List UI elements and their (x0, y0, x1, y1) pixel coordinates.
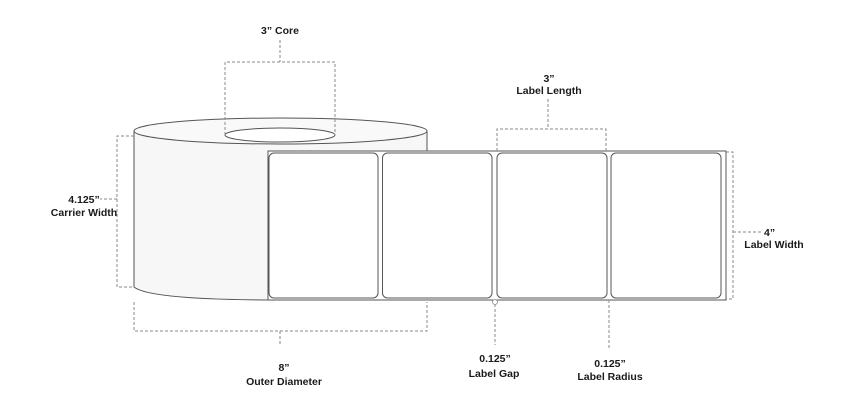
label-width-label: Label Width (744, 239, 803, 251)
label (268, 152, 379, 299)
label-radius-value: 0.125” (594, 358, 626, 370)
label-length-label: Label Length (516, 85, 581, 97)
outer-diameter-value: 8” (278, 362, 289, 374)
outer-diameter-label: Outer Diameter (246, 376, 322, 388)
label-gap-value: 0.125” (479, 353, 511, 365)
label (382, 152, 493, 299)
carrier-width-dimension-line (100, 135, 134, 288)
core-dimension-line (224, 40, 336, 135)
label (496, 152, 608, 299)
label-width-dimension-line (726, 151, 762, 300)
roll-core-hole (224, 127, 336, 143)
carrier-width-label: Carrier Width (51, 207, 117, 219)
outer-diameter-dimension-line (133, 302, 428, 344)
label-width-value: 4” (764, 227, 775, 239)
label-length-value: 3” (543, 73, 554, 85)
labels (268, 152, 722, 299)
label (610, 152, 722, 299)
label-gap-label: Label Gap (469, 368, 520, 380)
label-length-dimension-line (496, 99, 607, 151)
label-radius-label: Label Radius (577, 371, 643, 383)
label-gap-marker (492, 299, 498, 305)
carrier-width-value: 4.125” (68, 194, 100, 206)
core-value: 3” Core (261, 25, 299, 37)
